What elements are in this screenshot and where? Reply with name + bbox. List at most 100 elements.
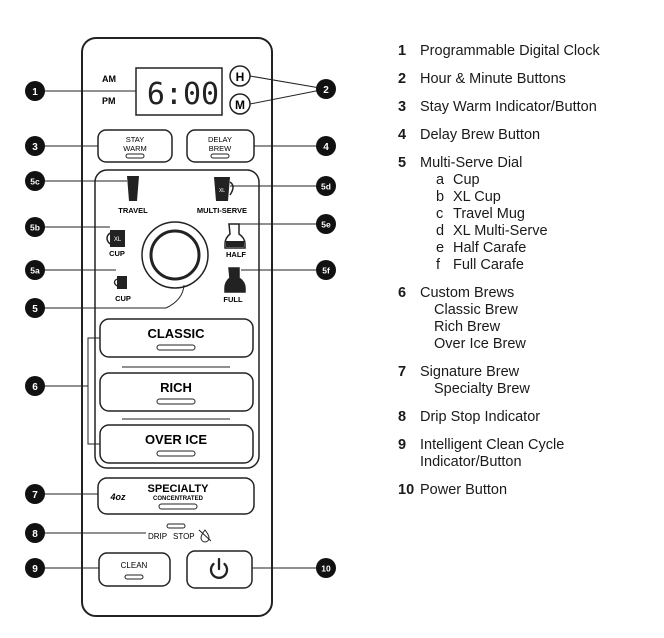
specialty-size: 4oz [109,492,126,502]
stay-warm-indicator [125,153,145,159]
rich-label: RICH [160,380,192,395]
legend-text: Stay Warm Indicator/Button [420,99,597,115]
legend-num: 5 [398,155,407,171]
legend-item-2: 2 Hour & Minute Buttons [398,71,660,88]
classic-label: CLASSIC [147,326,205,341]
callout-8-badge [25,523,45,543]
callout-6: 6 [32,382,38,393]
multi-serve-label: MULTI-SERVE [197,206,247,215]
callout-leaders [35,75,327,569]
full-carafe-icon [224,267,246,293]
clean-label: CLEAN [121,561,148,570]
legend-num: 3 [398,99,407,115]
minute-button-label: M [235,98,245,112]
legend-text: Custom Brews [420,285,515,301]
callout-10: 10 [321,564,331,574]
drip-stop-icon [198,529,212,543]
legend-subitem: Rich Brew [434,319,501,335]
callout-7-badge [25,484,45,504]
legend-subitem: Specialty Brew [434,381,530,397]
callout-5-badge [25,298,45,318]
callout-5b: 5b [30,223,40,233]
callout-5e: 5e [321,220,331,230]
delay-brew-indicator [210,153,230,159]
drip-stop-indicator [166,523,186,529]
xl-cup-label: CUP [109,249,125,258]
callout-6-badge [25,376,45,396]
drip-label: DRIP [148,532,167,541]
callout-3-badge [25,136,45,156]
svg-text:XL: XL [219,188,225,194]
power-icon [209,557,229,579]
xl-cup-icon: XL [106,230,125,247]
xl-multi-serve-icon: XL [214,177,234,201]
stay-warm-label-2: WARM [123,144,146,153]
callout-5f: 5f [322,266,330,276]
legend-num: 9 [398,437,407,453]
callout-2-badge [316,79,336,99]
callout-8: 8 [32,529,38,540]
callout-5: 5 [32,304,38,315]
full-label: FULL [223,295,243,304]
pm-label: PM [102,96,116,106]
callout-5e-badge [316,214,336,234]
callout-5c: 5c [30,177,40,187]
svg-text:XL: XL [114,237,122,243]
callout-10-badge [316,558,336,578]
callout-9-badge [25,558,45,578]
cup-icon [113,276,127,289]
specialty-title: SPECIALTY [148,483,210,495]
rich-indicator [156,398,196,405]
callout-5b-badge [25,217,45,237]
callout-2: 2 [323,85,329,96]
delay-brew-label-1: DELAY [208,135,232,144]
clock-display [135,67,223,116]
callout-1-badge [25,81,45,101]
legend-num: 2 [398,71,407,87]
specialty-subtitle: CONCENTRATED [153,496,204,502]
legend-item-1: 1 Programmable Digital Clock [398,43,660,60]
legend-subitem: Classic Brew [434,302,518,318]
legend-text: Intelligent Clean Cycle [420,437,565,453]
callout-5f-badge [316,260,336,280]
callout-5d-badge [316,176,336,196]
cup-label: CUP [115,294,131,303]
legend-text: Hour & Minute Buttons [420,71,566,87]
dial-knob [149,229,201,281]
legend-num: 4 [398,127,407,143]
legend-text: Programmable Digital Clock [420,43,600,59]
stop-label: STOP [173,532,195,541]
am-label: AM [102,74,116,84]
specialty-button[interactable] [97,477,255,515]
classic-indicator [156,344,196,351]
clean-button[interactable] [98,552,171,587]
legend-num: 1 [398,43,407,59]
over-ice-label: OVER ICE [145,432,207,447]
callout-9: 9 [32,564,38,575]
legend-num: 10 [398,482,415,498]
callout-3: 3 [32,142,38,153]
half-label: HALF [226,250,246,259]
clock-time: 6:00 [147,77,219,112]
specialty-indicator [158,503,198,510]
callout-5a: 5a [30,266,40,276]
callout-1: 1 [32,87,38,98]
legend-text: Drip Stop Indicator [420,409,541,425]
callout-7: 7 [32,490,38,501]
stay-warm-label-1: STAY [126,135,144,144]
legend-text: Power Button [420,482,508,498]
legend: 1 Programmable Digital Clock 2 Hour & Minu… [398,43,660,510]
rich-button[interactable] [99,372,254,412]
